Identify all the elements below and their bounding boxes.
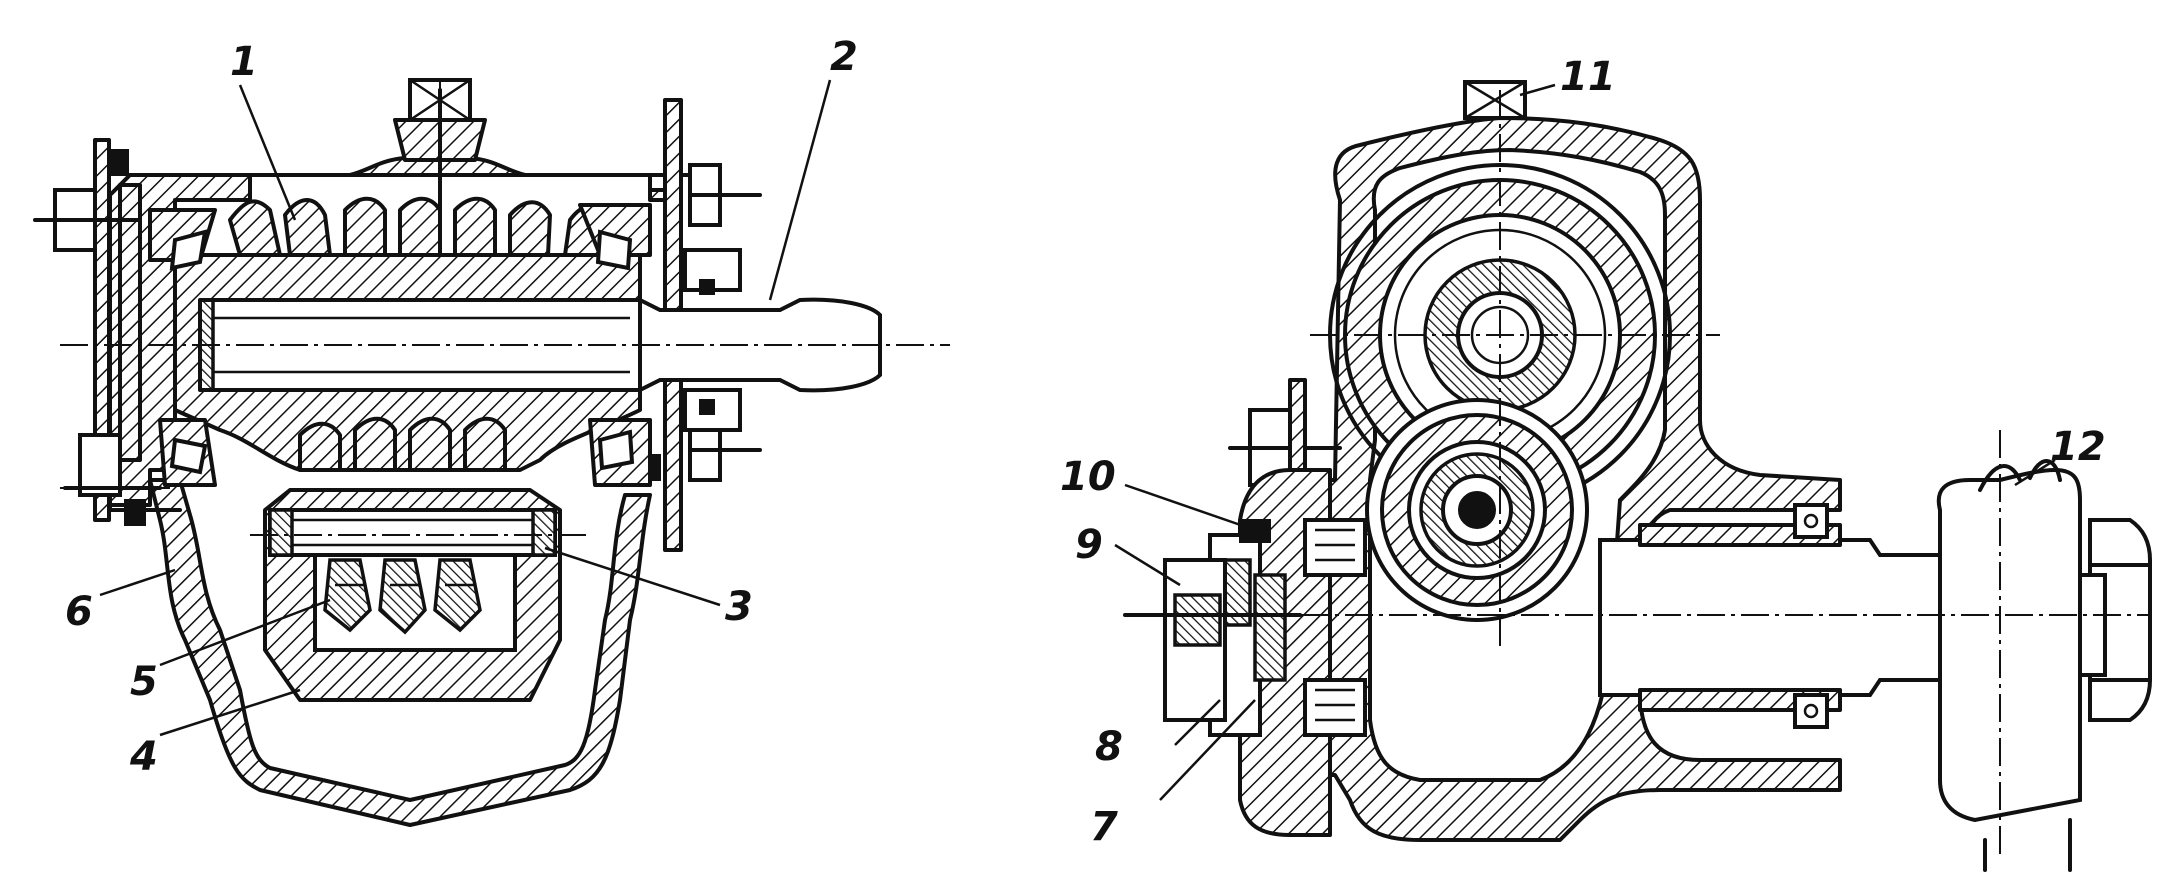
tapered-bearings (148, 203, 652, 487)
lower-worm (1365, 398, 1589, 622)
top-plug (1463, 80, 1527, 120)
left-section-view (33, 78, 950, 827)
cross-pin (268, 508, 557, 557)
callout-6: 6 (65, 589, 93, 635)
callout-12: 12 (2050, 424, 2106, 470)
callout-labels: 1 2 3 4 5 6 7 8 9 10 11 12 (65, 34, 2106, 850)
callout-7: 7 (1090, 804, 1118, 850)
drive-bevel-gear (173, 253, 642, 472)
callout-2: 2 (830, 34, 858, 80)
shaft-nut (2078, 518, 2152, 722)
sump-housing (148, 478, 652, 827)
callout-3: 3 (725, 584, 753, 630)
pitman-arm (1936, 459, 2082, 872)
planet-gears (323, 558, 482, 635)
callout-5: 5 (130, 659, 158, 705)
leader-lines (99, 79, 2056, 801)
callout-8: 8 (1095, 724, 1123, 770)
left-cover (33, 138, 162, 526)
right-section-view (1123, 80, 2152, 872)
upper-gear-teeth (228, 196, 607, 257)
lower-gear-teeth (298, 416, 507, 472)
callout-10: 10 (1060, 454, 1116, 500)
end-cover-adjuster (1123, 468, 1332, 837)
callout-4: 4 (129, 734, 158, 780)
callout-11: 11 (1560, 54, 1616, 100)
output-shaft (1598, 503, 1962, 729)
callout-9: 9 (1075, 522, 1103, 568)
needle-bearings (1303, 518, 1367, 737)
callout-1: 1 (230, 39, 258, 85)
